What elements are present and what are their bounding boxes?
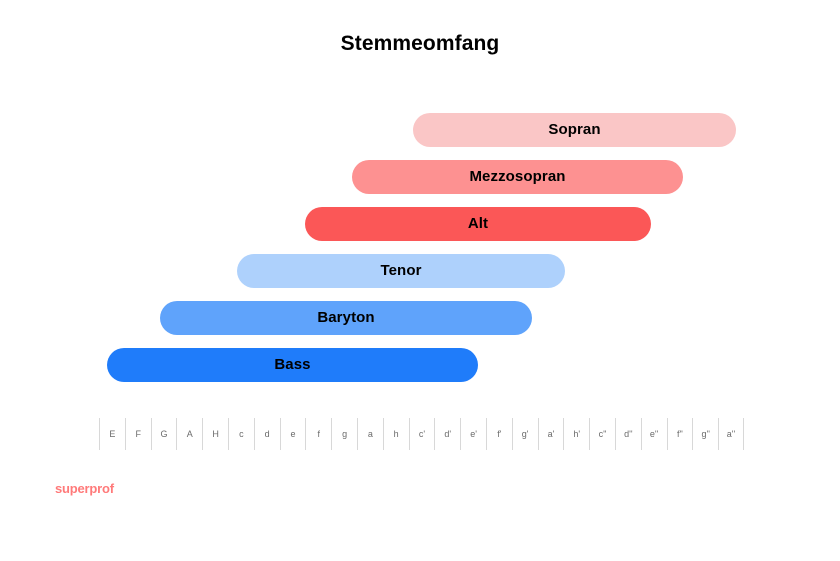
bar-fill [160,301,532,335]
note-tick: a [356,418,383,450]
note-tick: e'' [640,418,667,450]
bar-fill [413,113,736,147]
bar-label: Bass [274,356,311,373]
note-tick: a'' [718,418,744,450]
bar-fill [237,254,565,288]
note-tick: d [253,418,280,450]
voice-range-bar-alt: Alt [305,207,651,241]
note-tick: c' [408,418,435,450]
note-tick: f' [485,418,512,450]
note-tick: f [305,418,331,450]
note-tick: c [227,418,254,450]
bar-label: Tenor [380,262,422,279]
note-tick: F [124,418,151,450]
superprof-logo: superprof [55,481,114,496]
voice-range-bar-tenor: Tenor [237,254,565,288]
note-tick: E [99,418,125,450]
page-title: Stemmeomfang [340,32,500,55]
bar-label: Mezzosopran [469,168,566,185]
note-tick: d' [434,418,460,450]
voice-range-bar-sopran: Sopran [413,113,736,147]
bar-label: Baryton [317,309,375,326]
note-tick: e' [460,418,486,450]
note-tick: g [331,418,357,450]
note-tick: h [382,418,409,450]
note-tick: f'' [666,418,693,450]
bar-fill [305,207,651,241]
note-tick: a' [537,418,564,450]
note-tick: A [176,418,202,450]
note-tick: d'' [614,418,641,450]
note-tick: g'' [692,418,718,450]
note-tick: g' [511,418,538,450]
bar-label: Sopran [548,121,601,138]
bar-label: Alt [467,215,489,232]
voice-range-bar-baryton: Baryton [160,301,532,335]
voice-range-bar-bass: Bass [107,348,478,382]
note-tick: c'' [589,418,615,450]
bar-fill [107,348,478,382]
voice-range-bar-mezzosopran: Mezzosopran [352,160,683,194]
note-tick: h' [563,418,589,450]
bar-fill [352,160,683,194]
note-tick: G [150,418,177,450]
note-tick: e [279,418,306,450]
note-tick: H [202,418,228,450]
